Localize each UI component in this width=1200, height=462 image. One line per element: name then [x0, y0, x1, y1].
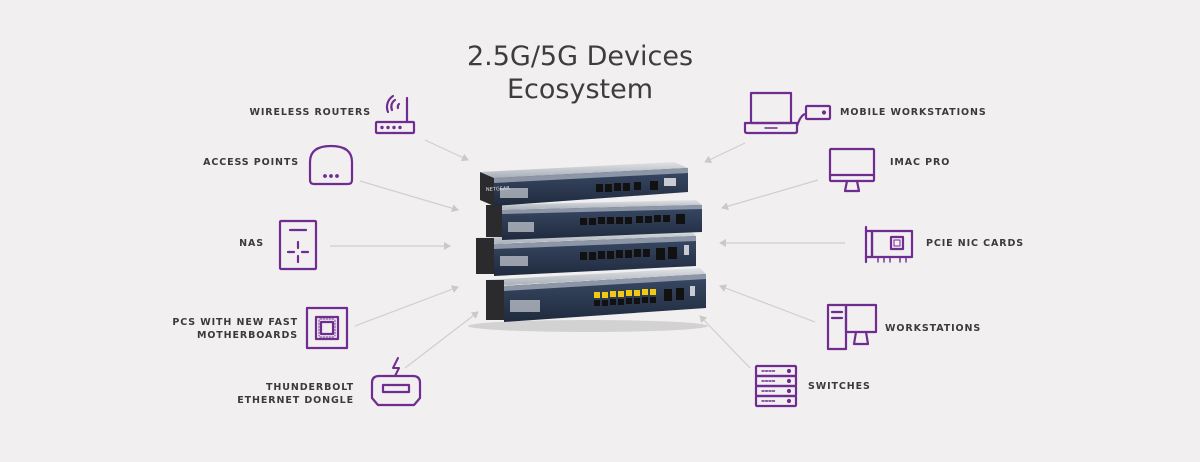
title-line-1: 2.5G/5G Devices [466, 41, 694, 72]
arrow-pcs [354, 285, 459, 327]
motherboard-chip-icon [305, 306, 349, 350]
switch-unit-4 [486, 268, 706, 322]
label-wireless-routers: WIRELESS ROUTERS [249, 107, 371, 118]
label-nas: NAS [239, 238, 264, 249]
title-line-2: Ecosystem [506, 74, 654, 105]
thunderbolt-dongle-icon [370, 357, 422, 407]
desktop-tower-icon [826, 303, 878, 351]
stack-shadow [468, 320, 708, 332]
label-workstations: WORKSTATIONS [885, 323, 982, 334]
laptop-icon [743, 91, 832, 135]
wireless-router-icon [374, 94, 416, 135]
arrow-wireless-routers [424, 139, 469, 162]
pcie-card-icon [864, 225, 914, 264]
label-switches: SWITCHES [808, 381, 871, 392]
switch-unit-2 [486, 200, 702, 240]
monitor-icon [828, 147, 876, 193]
label-access-points: ACCESS POINTS [203, 157, 299, 168]
arrow-switches [699, 315, 751, 369]
access-point-icon [308, 144, 354, 186]
server-rack-icon [754, 364, 798, 408]
label-pcie-nic-cards: PCIE NIC CARDS [926, 238, 1024, 249]
diagram-title: 2.5G/5G Devices Ecosystem [430, 40, 730, 106]
switch-brand-text: NETGEAR [486, 186, 511, 193]
arrow-thunderbolt [404, 311, 479, 369]
arrow-mobile-workstations [704, 142, 746, 164]
switch-unit-1: NETGEAR [480, 162, 688, 206]
arrow-imac-pro [721, 179, 819, 211]
label-mobile-workstations: MOBILE WORKSTATIONS [840, 107, 987, 118]
label-imac-pro: IMAC PRO [890, 157, 951, 168]
arrow-workstations [719, 284, 816, 323]
label-pcs-fast-motherboards: PCS WITH NEW FAST MOTHERBOARDS [172, 317, 298, 341]
nas-icon [278, 219, 318, 271]
label-thunderbolt-dongle: THUNDERBOLT ETHERNET DONGLE [237, 382, 354, 406]
arrow-access-points [359, 180, 459, 213]
